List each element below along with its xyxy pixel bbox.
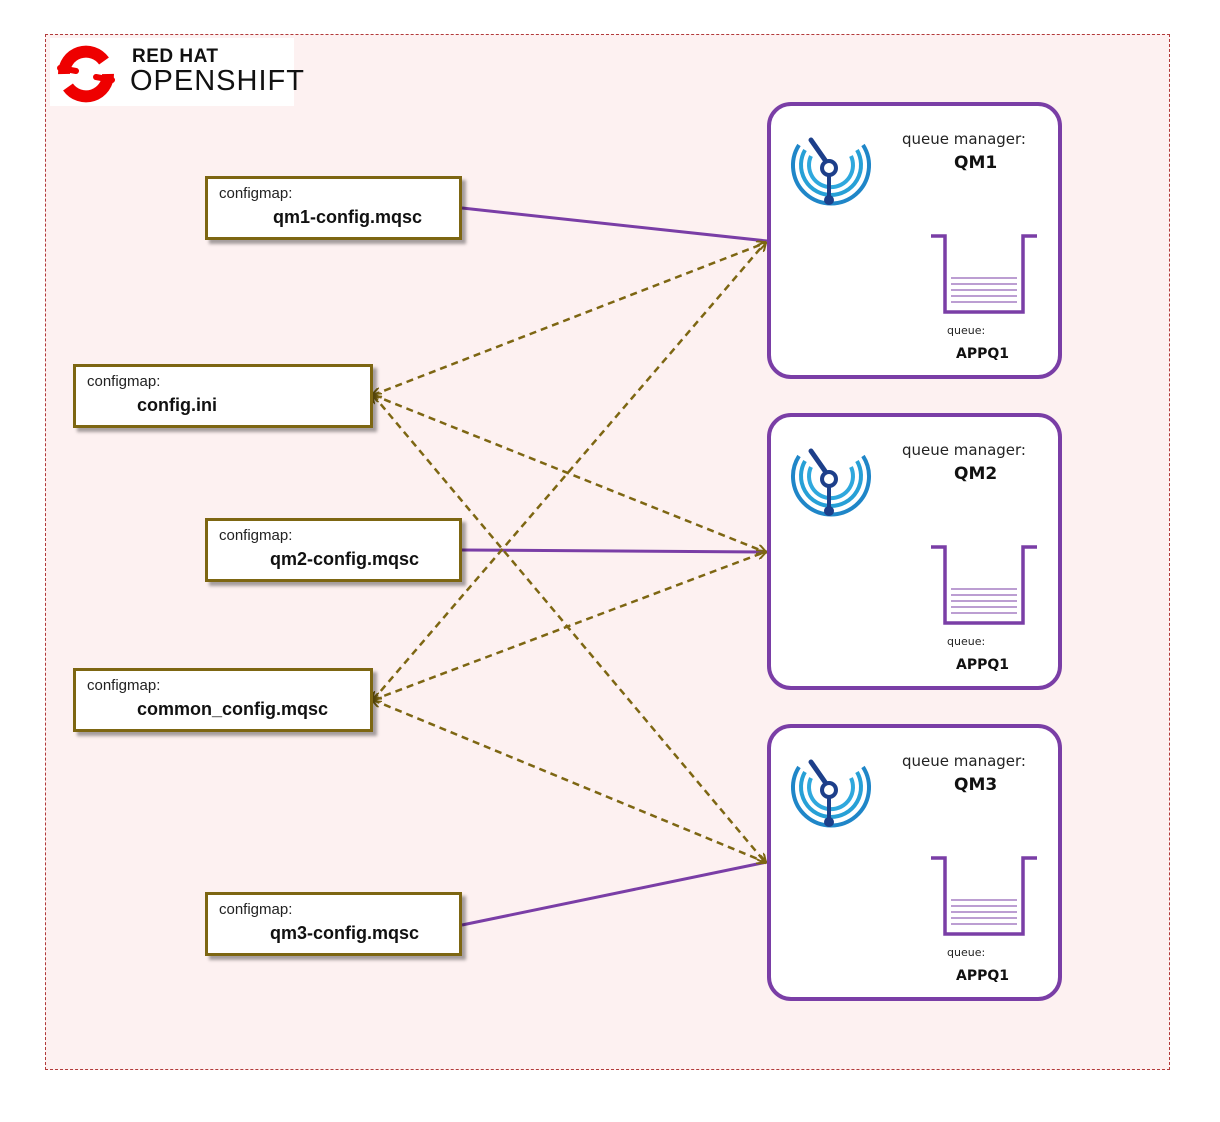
configmap-name: config.ini xyxy=(137,395,217,415)
configmap-label: configmap: xyxy=(87,677,161,694)
queue-label: queue: xyxy=(947,324,986,337)
queue-manager-name: QM1 xyxy=(954,153,998,173)
queue-manager-label: queue manager: xyxy=(902,130,1026,148)
red-hat-logo-icon xyxy=(57,45,115,103)
queue-manager-qm3: queue manager: QM3 queue: APPQ1 xyxy=(767,724,1062,1001)
configmap-label: configmap: xyxy=(219,527,293,544)
link-config-ini-to-qm1 xyxy=(373,243,765,395)
queue-manager-label: queue manager: xyxy=(902,441,1026,459)
queue-manager-name: QM3 xyxy=(954,775,998,795)
link-qm1-config-to-qm1 xyxy=(461,206,768,243)
configmap-name: qm2-config.mqsc xyxy=(270,549,420,569)
link-qm3-config-to-qm3 xyxy=(461,860,768,927)
link-qm2-config-to-qm2 xyxy=(461,548,768,554)
link-common-config-to-qm1 xyxy=(373,243,765,700)
configmap-qm1-config: configmap: qm1-config.mqsc xyxy=(205,176,462,240)
ibm-mq-icon xyxy=(791,137,871,206)
configmap-label: configmap: xyxy=(219,901,293,918)
queue-manager-label: queue manager: xyxy=(902,752,1026,770)
ibm-mq-icon xyxy=(791,759,871,828)
queue-icon xyxy=(931,234,1037,314)
red-hat-openshift-logo: RED HAT OPENSHIFT xyxy=(50,38,304,106)
configmap-label: configmap: xyxy=(219,185,293,202)
ibm-mq-icon xyxy=(791,448,871,517)
queue-name: APPQ1 xyxy=(956,346,1009,362)
configmap-name: qm1-config.mqsc xyxy=(273,207,423,227)
queue-icon xyxy=(931,545,1037,625)
logo-brand-text: RED HAT xyxy=(132,46,219,67)
queue-name: APPQ1 xyxy=(956,657,1009,673)
queue-manager-qm2: queue manager: QM2 queue: APPQ1 xyxy=(767,413,1062,690)
configmap-name: common_config.mqsc xyxy=(137,699,329,719)
link-config-ini-to-qm3 xyxy=(373,395,765,862)
configmap-label: configmap: xyxy=(87,373,161,390)
queue-manager-qm1: queue manager: QM1 queue: APPQ1 xyxy=(767,102,1062,379)
configmap-config-ini: configmap: config.ini xyxy=(73,364,373,428)
queue-label: queue: xyxy=(947,946,986,959)
configmap-qm3-config: configmap: qm3-config.mqsc xyxy=(205,892,462,956)
configmap-name: qm3-config.mqsc xyxy=(270,923,420,943)
configmap-common-config: configmap: common_config.mqsc xyxy=(73,668,373,732)
configmap-qm2-config: configmap: qm2-config.mqsc xyxy=(205,518,462,582)
queue-name: APPQ1 xyxy=(956,968,1009,984)
queue-manager-name: QM2 xyxy=(954,464,998,484)
queue-label: queue: xyxy=(947,635,986,648)
link-common-config-to-qm2 xyxy=(373,552,765,700)
queue-icon xyxy=(931,856,1037,936)
logo-product-text: OPENSHIFT xyxy=(130,65,305,97)
link-common-config-to-qm3 xyxy=(373,700,765,862)
